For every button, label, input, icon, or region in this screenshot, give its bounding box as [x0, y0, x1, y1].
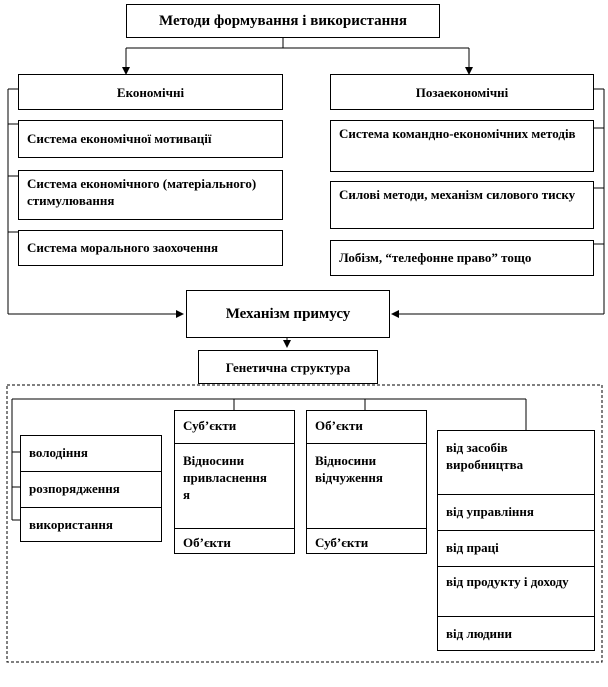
non-economic-item-1: Система командно-економічних методів [330, 120, 594, 172]
non-economic-item-1-label: Система командно-економічних методів [339, 126, 576, 141]
non-economic-item-2-label: Силові методи, механізм силового тиску [339, 187, 576, 202]
genetic-structure-box: Генетична структура [198, 350, 378, 384]
appropriation-subjects: Суб’єкти [183, 418, 237, 433]
alienation-box: Об’єкти Відносини відчуження Суб’єкти [306, 410, 427, 554]
alienation-from-item: від засобів виробництва [446, 440, 524, 472]
genetic-structure-label: Генетична структура [225, 359, 351, 375]
economic-header-box: Економічні [18, 74, 283, 110]
methods-title-box: Методи формування і використання [126, 4, 440, 38]
non-economic-header: Позаекономічні [415, 84, 509, 100]
economic-item-1-label: Система економічної мотивації [27, 131, 212, 146]
alienation-objects: Об’єкти [315, 418, 363, 433]
economic-header: Економічні [116, 84, 185, 100]
non-economic-item-2: Силові методи, механізм силового тиску [330, 181, 594, 229]
economic-item-1: Система економічної мотивації [18, 120, 283, 158]
alienation-from-list: від засобів виробництва від управління в… [437, 430, 595, 651]
alienation-from-item: від людини [438, 616, 594, 651]
non-economic-item-3-label: Лобізм, “телефонне право” тощо [339, 250, 532, 265]
non-economic-item-3: Лобізм, “телефонне право” тощо [330, 240, 594, 276]
ownership-item: розпорядження [21, 471, 161, 507]
economic-item-2-label: Система економічного (матеріального) сти… [27, 176, 257, 208]
economic-item-2: Система економічного (матеріального) сти… [18, 170, 283, 220]
appropriation-relations: Відносини привласнення я [175, 443, 294, 528]
alienation-subjects: Суб’єкти [307, 528, 426, 554]
appropriation-box: Суб’єкти Відносини привласнення я Об’єкт… [174, 410, 295, 554]
methods-title: Методи формування і використання [159, 12, 407, 29]
alienation-from-item: від продукту і доходу [438, 566, 594, 616]
non-economic-header-box: Позаекономічні [330, 74, 594, 110]
coercion-box: Механізм примусу [186, 290, 390, 338]
economic-item-3: Система морального заохочення [18, 230, 283, 266]
appropriation-objects: Об’єкти [175, 528, 294, 554]
ownership-list: володіння розпорядження використання [20, 435, 162, 542]
alienation-from-item: від праці [438, 530, 594, 566]
alienation-relations: Відносини відчуження [307, 443, 426, 528]
alienation-from-item: від управління [438, 494, 594, 530]
ownership-item: володіння [29, 445, 88, 460]
economic-item-3-label: Система морального заохочення [27, 240, 219, 255]
ownership-item: використання [21, 507, 161, 542]
coercion-label: Механізм примусу [225, 305, 351, 322]
